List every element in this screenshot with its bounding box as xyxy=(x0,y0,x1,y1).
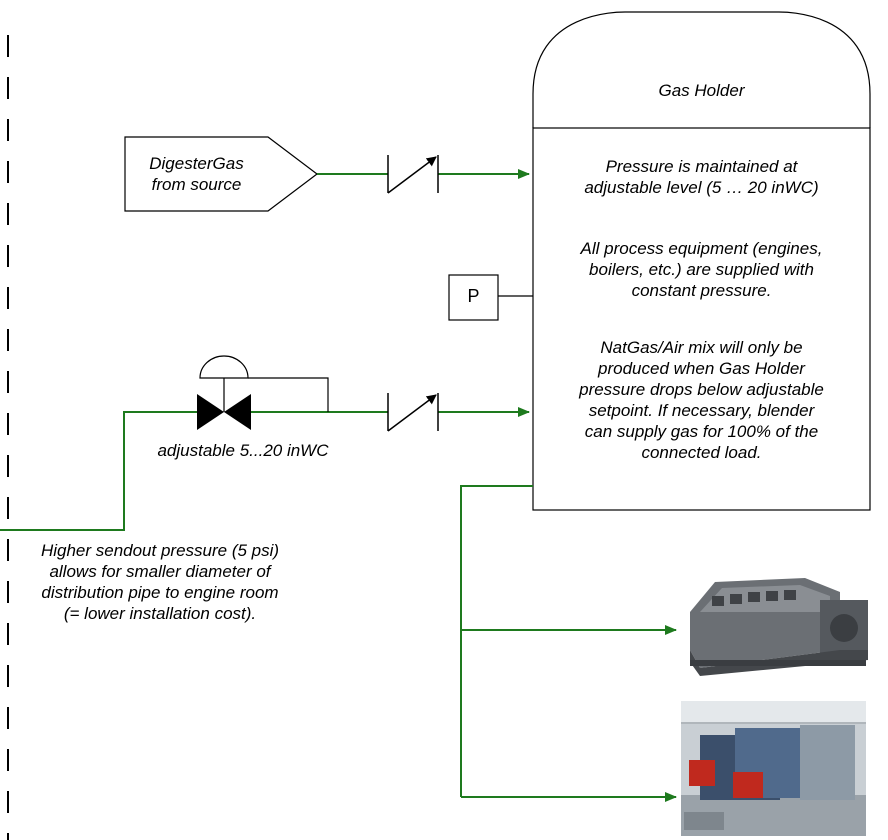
distribution-pipe xyxy=(460,485,533,797)
pressure-indicator-label: P xyxy=(467,286,480,306)
gas-holder-title: Gas Holder xyxy=(658,81,745,100)
gas-holder xyxy=(532,11,871,511)
gas-holder-note-natgas: NatGas/Air mix will only be produced whe… xyxy=(579,338,824,462)
pressure-indicator-box xyxy=(448,274,499,321)
digester-gas-label: DigesterGas from source xyxy=(149,154,244,194)
gas-holder-note-pressure: Pressure is maintained at adjustable lev… xyxy=(584,157,819,197)
sendout-pipe xyxy=(0,411,197,531)
sendout-note: Higher sendout pressure (5 psi) allows f… xyxy=(40,541,280,623)
check-valve-icon xyxy=(387,393,439,432)
gas-holder-note-equipment: All process equipment (engines, boilers,… xyxy=(580,239,823,300)
digester-gas-source xyxy=(124,136,318,212)
engine-generator-icon xyxy=(690,578,868,676)
pressure-regulator-icon xyxy=(197,355,329,430)
regulator-label: adjustable 5...20 inWC xyxy=(157,441,329,460)
check-valve-icon xyxy=(387,155,439,194)
boiler-room-icon xyxy=(681,701,866,836)
